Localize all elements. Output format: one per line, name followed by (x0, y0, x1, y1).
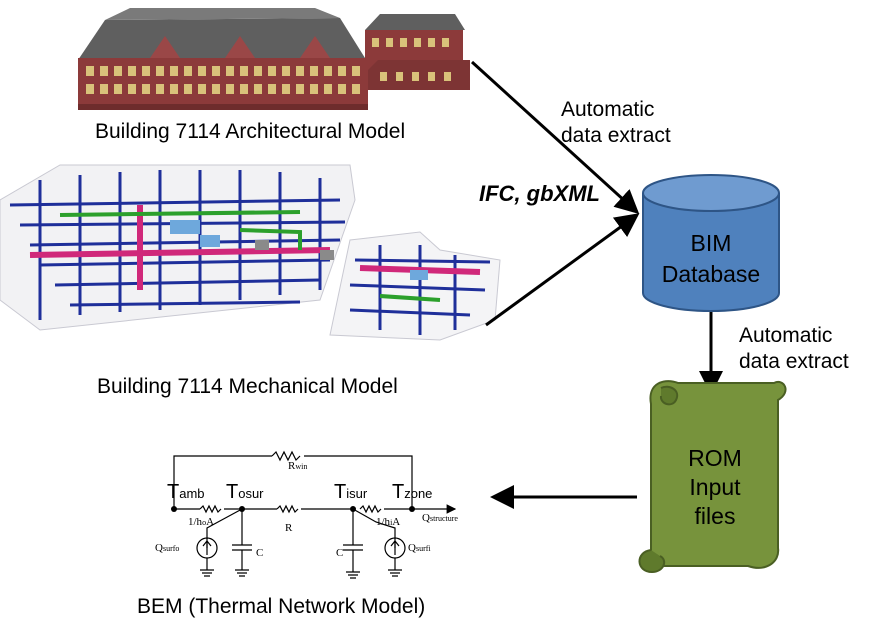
main-wall (78, 58, 368, 110)
rom-line2: Input (689, 474, 741, 500)
extract-bottom-line2: data extract (739, 350, 849, 373)
mechanical-model-caption: Building 7114 Mechanical Model (97, 375, 398, 398)
main-roof-ridge (105, 8, 340, 20)
ho-label: 1/hoA (188, 516, 215, 528)
q-structure-label: Qstructure (422, 512, 458, 524)
extract-label-bottom: Automatic data extract (739, 323, 849, 375)
architectural-model-caption: Building 7114 Architectural Model (95, 120, 406, 143)
extract-top-line1: Automatic (561, 98, 655, 121)
resistor-hi (359, 504, 382, 514)
database-line2: Database (661, 261, 761, 287)
capacitor-right (343, 544, 363, 551)
gable (150, 36, 180, 58)
t-isur-label: Tisur (334, 481, 368, 503)
r-label: R (285, 522, 293, 534)
thermal-circuit (173, 450, 457, 579)
format-label: IFC, gbXML (479, 181, 600, 206)
t-amb-label: Tamb (167, 481, 205, 503)
q-surfi-label: Qsurfi (408, 542, 431, 554)
bem-caption: BEM (Thermal Network Model) (137, 595, 426, 618)
arrow-mech-to-database (485, 213, 640, 327)
hi-label: 1/hiA (376, 516, 401, 528)
extract-label-top: Automatic data extract (561, 97, 671, 149)
resistor-ho (199, 504, 222, 514)
arrow-arch-to-database (470, 60, 640, 215)
main-roof (78, 18, 365, 60)
c-left-label: C (256, 547, 264, 559)
bim-database-cylinder (642, 174, 780, 312)
wing-windows (372, 38, 451, 81)
c-right-label: C (336, 547, 344, 559)
resistor-r (276, 504, 299, 514)
t-osur-label: Tosur (226, 481, 264, 503)
mechanical-model-image (0, 164, 501, 341)
gable (225, 36, 255, 58)
r-win-label: Rwin (288, 460, 308, 472)
extract-bottom-line1: Automatic (739, 324, 833, 347)
database-line1: BIM (690, 230, 732, 256)
architectural-model-image (78, 8, 470, 110)
resistor-rwin (271, 450, 301, 462)
main-wall-base (78, 104, 368, 110)
rom-line1: ROM (688, 445, 742, 471)
t-zone-label: Tzone (392, 481, 433, 503)
circuit-nodes (171, 506, 415, 512)
wing-roof (365, 14, 465, 30)
gable (300, 36, 330, 58)
rom-input-scroll (638, 380, 787, 574)
rom-line3: files (694, 503, 736, 529)
capacitor-left (232, 544, 252, 551)
q-surfo-label: Qsurfo (155, 542, 180, 554)
main-windows (86, 66, 360, 94)
extract-top-line2: data extract (561, 124, 671, 147)
rom-label: ROM Input files (655, 444, 775, 531)
database-label: BIM Database (643, 228, 779, 290)
